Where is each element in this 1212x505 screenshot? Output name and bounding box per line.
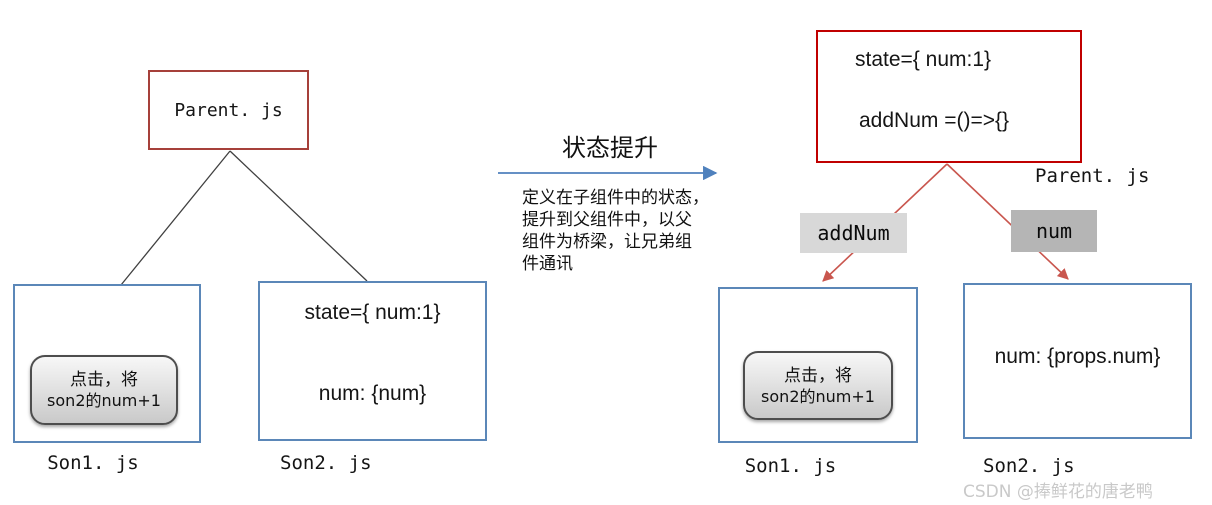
right-son2-file-label: Son2. js [983,455,1075,477]
left-son2-num-code: num: {num} [318,382,427,405]
description-line-4: 件通讯 [522,254,573,274]
right-son2-box: num: {props.num} [963,283,1192,439]
num-prop-badge: num [1011,210,1097,252]
right-parent-son2-arrow [946,163,1069,280]
right-parent-state-code: state={ num:1} [855,48,992,71]
left-son2-state-code: state={ num:1} [304,301,441,324]
addnum-prop-badge: addNum [800,213,907,253]
right-click-button-line2: son2的num+1 [761,386,875,406]
state-lifting-title: 状态提升 [562,134,658,162]
state-lifting-description: 定义在子组件中的状态， 提升到父组件中，以父 组件为桥梁，让兄弟组 件通讯 [522,187,709,275]
right-click-button-line1: 点击，将 [784,365,852,386]
left-son2-file-label: Son2. js [280,452,372,474]
right-parent-addnum-code: addNum =()=>{} [859,109,1010,132]
description-line-3: 组件为桥梁，让兄弟组 [522,232,692,252]
left-click-button[interactable]: 点击，将 son2的num+1 [30,355,178,425]
description-line-1: 定义在子组件中的状态， [522,188,709,208]
left-click-button-line2: son2的num+1 [47,391,161,410]
csdn-watermark: CSDN @捧鲜花的唐老鸭 [963,482,1153,502]
left-parent-box: Parent. js [148,70,309,150]
right-son1-file-label: Son1. js [744,455,837,477]
right-parent-box: state={ num:1} addNum =()=>{} [816,30,1082,163]
left-parent-son2-connector [229,150,368,282]
description-line-2: 提升到父组件中，以父 [522,210,692,230]
left-son1-file-label: Son1. js [47,452,139,474]
left-parent-son1-connector [120,150,231,286]
left-son2-box: state={ num:1} num: {num} [258,281,487,441]
right-son2-props-code: num: {props.num} [994,345,1161,368]
right-parent-file-label: Parent. js [1035,165,1150,187]
left-parent-label: Parent. js [174,99,283,121]
right-click-button[interactable]: 点击，将 son2的num+1 [743,351,893,420]
left-click-button-line1: 点击，将 [70,370,138,390]
